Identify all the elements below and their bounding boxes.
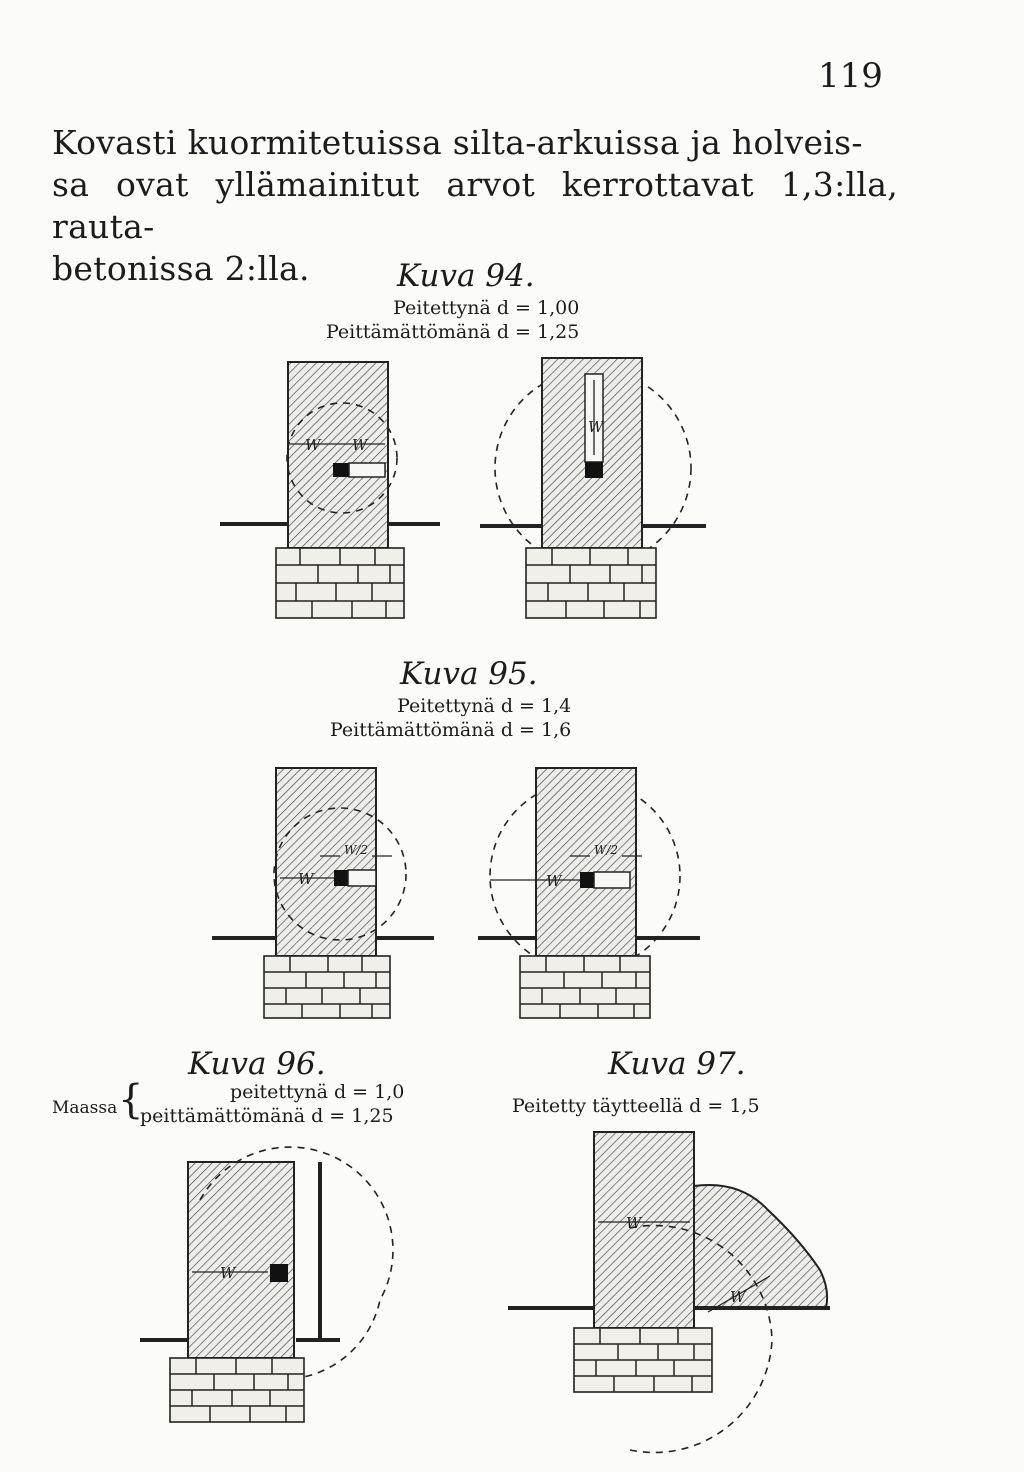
stone-foundation (519, 955, 651, 1019)
kuva-94-caption: Kuva 94. (397, 258, 535, 294)
kuva-97-value: Peitetty täytteellä d = 1,5 (512, 1095, 760, 1117)
kuva-96-uncovered-value: peittämättömänä d = 1,25 (140, 1105, 394, 1127)
kuva-95-caption: Kuva 95. (400, 656, 538, 692)
w-label: W (730, 1288, 747, 1306)
half-w-label: W/2 (594, 843, 618, 857)
wall-section (287, 361, 389, 549)
kuva-94-values: Peitettynä d = 1,00 Peittämättömänä d = … (326, 296, 579, 344)
kuva-96-diagram: W (140, 1146, 394, 1423)
kuva-94-uncovered-value: Peittämättömänä d = 1,25 (326, 321, 580, 343)
half-w-label: W/2 (344, 843, 368, 857)
body-paragraph: Kovasti kuormitetuissa silta-arkuissa ja… (52, 122, 898, 290)
kuva-94-covered-value: Peitettynä d = 1,00 (393, 297, 580, 319)
w-label: W (588, 418, 605, 436)
w-label: W (626, 1214, 643, 1232)
kuva-96-caption: Kuva 96. (188, 1046, 326, 1082)
kuva-96-covered-value: peitettynä d = 1,0 (230, 1081, 405, 1103)
brace-icon: { (118, 1077, 144, 1123)
kuva-96-values: peitettynä d = 1,0 peittämättömänä d = 1… (140, 1080, 404, 1128)
w-label: W (298, 870, 315, 888)
w-label: W (220, 1264, 237, 1282)
stone-foundation (169, 1357, 305, 1423)
stone-foundation (263, 955, 391, 1019)
paragraph-line-2: sa ovat yllämainitut arvot kerrottavat 1… (52, 165, 898, 246)
w-label: W (305, 436, 322, 454)
stone-foundation (525, 547, 657, 619)
kuva-94-left-diagram: W W (220, 361, 440, 619)
wall-section (187, 1161, 295, 1359)
wall-section (275, 767, 377, 957)
page-number: 119 (818, 56, 883, 96)
kuva-95-values: Peitettynä d = 1,4 Peittämättömänä d = 1… (330, 694, 571, 742)
kuva-95-covered-value: Peitettynä d = 1,4 (397, 695, 572, 717)
kuva-97-caption: Kuva 97. (608, 1046, 746, 1082)
paragraph-line-1: Kovasti kuormitetuissa silta-arkuissa ja… (52, 123, 863, 162)
kuva-96-prefix: Maassa (52, 1098, 118, 1118)
wall-section (535, 767, 637, 957)
stone-foundation (573, 1327, 713, 1393)
kuva-95-right-diagram: W W/2 (478, 767, 700, 1019)
w-label: W (546, 872, 563, 890)
wall-section (593, 1131, 695, 1329)
kuva-97-diagram: W W (508, 1131, 830, 1454)
paragraph-line-3: betonissa 2:lla. (52, 249, 310, 288)
w-label: W (352, 436, 369, 454)
kuva-95-uncovered-value: Peittämättömänä d = 1,6 (330, 719, 572, 741)
anchor-block (333, 463, 349, 477)
anchor-block (580, 872, 594, 888)
anchor-block (270, 1264, 288, 1282)
kuva-94-right-diagram: W (480, 357, 706, 619)
stone-foundation (275, 547, 405, 619)
earth-fill (693, 1184, 829, 1309)
anchor-block (585, 462, 603, 478)
anchor-block (334, 870, 348, 886)
kuva-95-left-diagram: W W/2 (212, 767, 434, 1019)
